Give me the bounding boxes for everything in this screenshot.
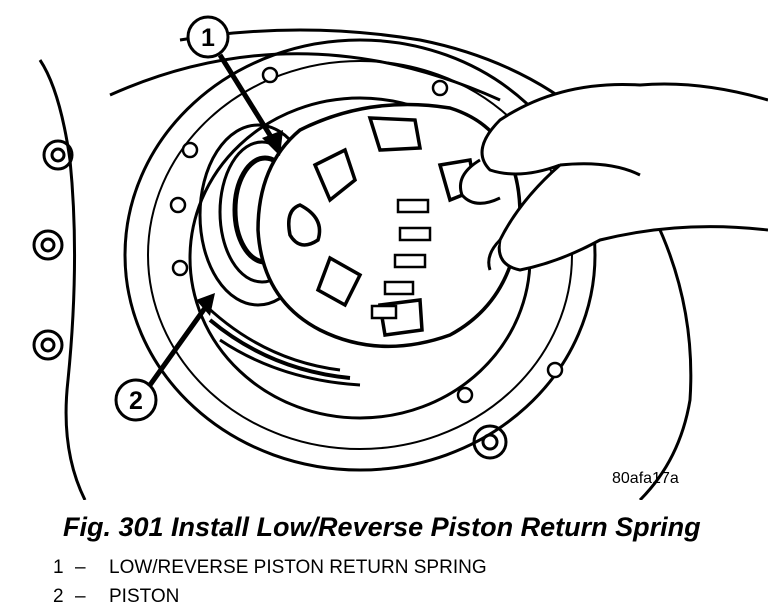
hand bbox=[459, 82, 768, 272]
legend: 1 – LOW/REVERSE PISTON RETURN SPRING 2 –… bbox=[53, 556, 487, 614]
legend-item-text: LOW/REVERSE PISTON RETURN SPRING bbox=[109, 557, 487, 578]
callout-2: 2 bbox=[114, 293, 215, 422]
legend-item-dash: – bbox=[75, 557, 86, 578]
legend-item: 1 – LOW/REVERSE PISTON RETURN SPRING bbox=[53, 556, 487, 585]
legend-item-dash: – bbox=[75, 586, 86, 607]
springs bbox=[370, 198, 432, 320]
figure-caption: Fig. 301 Install Low/Reverse Piston Retu… bbox=[63, 512, 701, 542]
legend-item-number: 1 bbox=[53, 557, 64, 578]
return-spring-plate bbox=[256, 102, 522, 349]
retainer-bolts bbox=[169, 66, 564, 404]
callout-1-number: 1 bbox=[201, 24, 215, 52]
legend-item-number: 2 bbox=[53, 586, 64, 607]
callout-2-number: 2 bbox=[129, 387, 143, 415]
legend-item-text: PISTON bbox=[109, 586, 180, 607]
legend-item: 2 – PISTON bbox=[53, 585, 487, 614]
callout-1: 1 bbox=[186, 15, 283, 156]
piston bbox=[198, 123, 361, 387]
transmission-illustration: 1 2 bbox=[32, 15, 768, 500]
figure-reference-code: 80afa17a bbox=[612, 470, 679, 487]
